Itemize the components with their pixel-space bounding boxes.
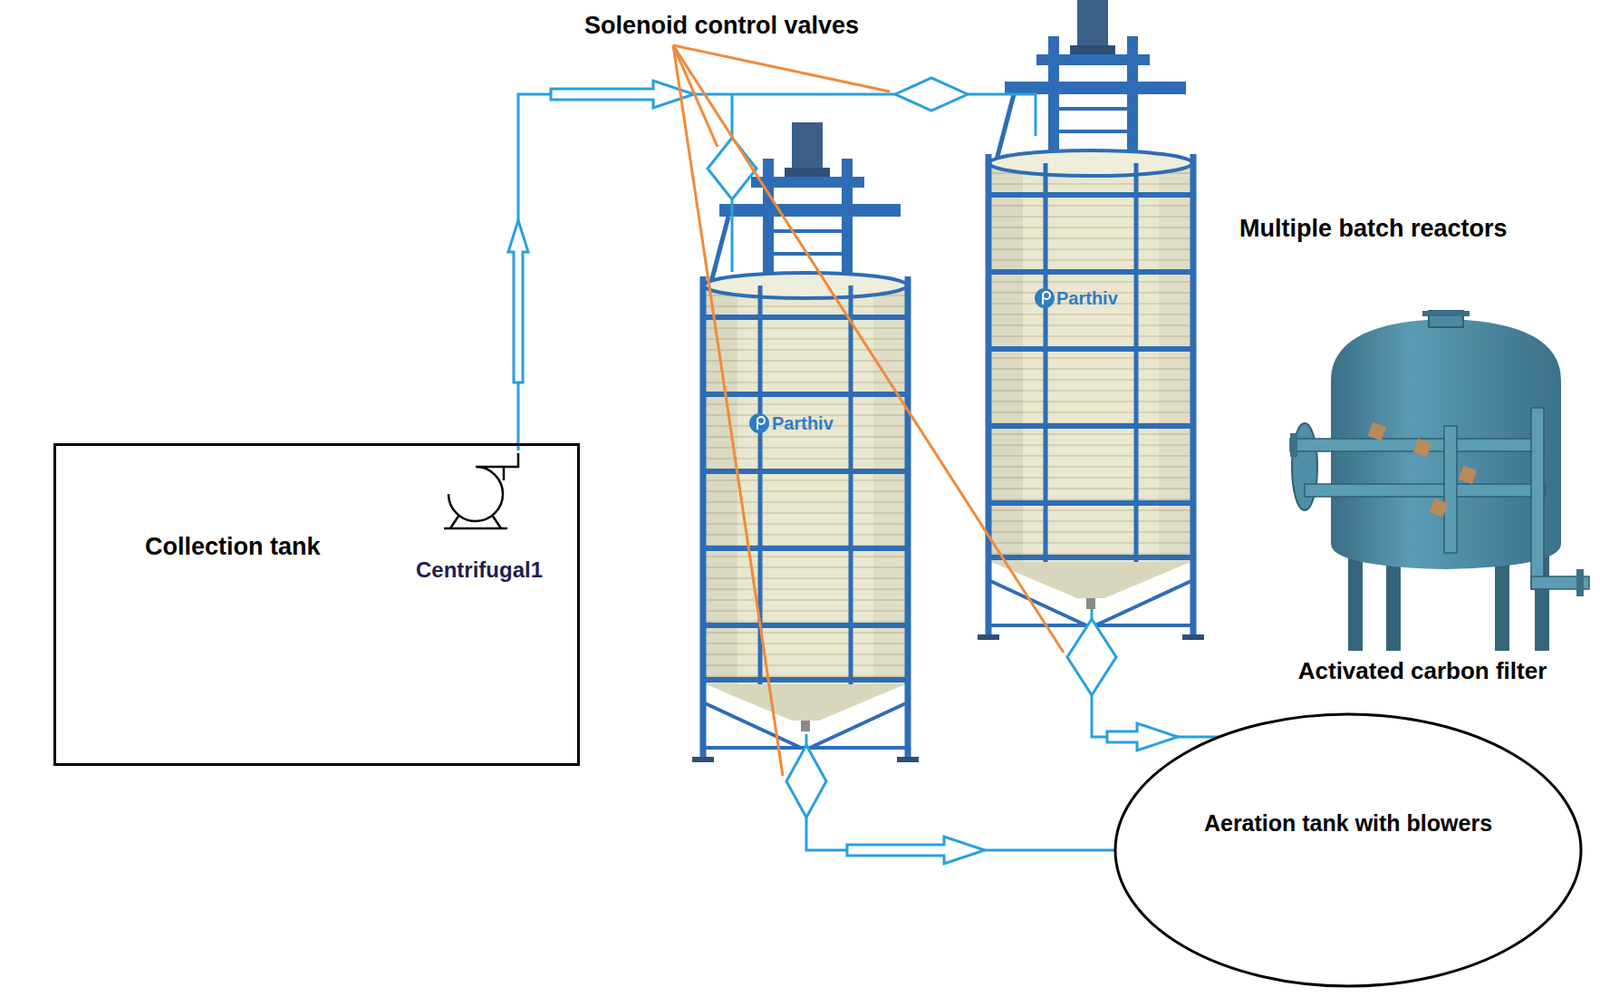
leader-line: [673, 45, 1064, 776]
brand-logo-text: Parthiv: [771, 412, 834, 434]
node-label: Centrifugal1: [415, 557, 543, 584]
aeration-tank: Aeration tank with blowers: [1113, 712, 1583, 988]
brand-logo-text: Parthiv: [1056, 287, 1119, 309]
batch-reactor: [977, 0, 1205, 640]
batch-reactor-group: Multiple batch reactors: [665, 0, 1217, 766]
node-label: Multiple batch reactors: [1239, 213, 1508, 243]
pipe-connector: [508, 80, 1036, 451]
flow-arrow: [508, 220, 529, 383]
pipe-line: [806, 733, 1116, 850]
parthiv-logo-icon: [749, 288, 1055, 434]
pipe-connector: [806, 733, 1116, 864]
flow-arrow: [550, 80, 694, 108]
node-label: Activated carbon filter: [1298, 656, 1548, 685]
collection-tank: Collection tankCentrifugal1: [53, 443, 580, 766]
pipe-connector: [1091, 608, 1220, 751]
ellipse-outline: [1113, 712, 1583, 988]
batch-reactor: [692, 122, 919, 762]
pipe-line: [518, 94, 1036, 451]
solenoid-valve: [895, 77, 968, 111]
flow-arrow: [847, 836, 985, 864]
node-label: Collection tank: [144, 531, 321, 561]
solenoid-valve: [707, 137, 757, 200]
flow-arrow: [1107, 722, 1178, 751]
pipe-line: [1091, 608, 1220, 737]
centrifugal-pump: Centrifugal1: [392, 450, 567, 587]
callout-label: Solenoid control valves: [584, 10, 859, 40]
activated-carbon-filter-drawing: [1290, 310, 1590, 651]
solenoid-valve: [786, 744, 827, 818]
centrifugal-pump-symbol: [443, 453, 519, 529]
solenoid-valve: [1067, 618, 1117, 695]
node-label: Aeration tank with blowers: [1204, 809, 1493, 837]
activated-carbon-filter: Activated carbon filter: [1255, 298, 1590, 698]
